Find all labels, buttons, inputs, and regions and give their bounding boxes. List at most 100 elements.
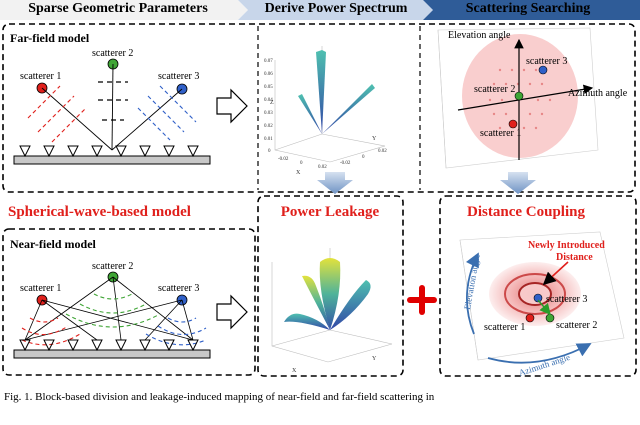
elevation-angle-label: Elevation angle — [462, 253, 482, 310]
far-plot-y-label: Y — [372, 136, 377, 142]
far-ray-1 — [41, 87, 113, 151]
banner-step1-label: Sparse Geometric Parameters — [28, 1, 208, 16]
distance-coupling-title: Distance Coupling — [467, 204, 585, 220]
coupling-scatterer-2-label: scatterer 2 — [556, 320, 597, 331]
coupling-scatterer-1-label: scatterer 1 — [484, 322, 525, 333]
svg-text:-0.02: -0.02 — [340, 161, 351, 166]
svg-text:0.06: 0.06 — [264, 72, 273, 77]
near-wavefronts-blue — [145, 317, 207, 346]
near-scatterer-3-label: scatterer 3 — [158, 283, 199, 294]
coupling-scatterer-3-dot — [533, 293, 543, 303]
near-scatterer-1-label: scatterer 1 — [20, 283, 61, 294]
far-wavefronts-red — [27, 85, 87, 143]
svg-text:0.03: 0.03 — [264, 111, 273, 116]
distance-label: Distance — [556, 252, 593, 263]
search-scatterer-3-dot — [538, 65, 548, 75]
spherical-model-title: Spherical-wave-based model — [8, 204, 191, 220]
distance-coupling-panel: Elevation angle Azimuth angle Newly Intr… — [459, 231, 625, 378]
far-plot-y-ticks: -0.02 0 0.02 — [340, 149, 387, 166]
coupling-ring-inner — [518, 282, 552, 306]
search-scatterer-2-dot — [514, 91, 524, 101]
svg-text:0.04: 0.04 — [264, 98, 273, 103]
near-plot-x-label: X — [292, 368, 297, 374]
leak-lobe-left-up — [302, 275, 330, 330]
svg-text:0.05: 0.05 — [264, 85, 273, 90]
near-wavefronts-red — [21, 317, 81, 346]
far-wavefronts-blue — [137, 85, 197, 141]
down-arrow-power — [317, 172, 353, 194]
search-scatterer-3-label: scatterer 3 — [526, 56, 567, 67]
elevation-angle-arc — [465, 252, 479, 335]
figure-caption: Fig. 1. Block-based division and leakage… — [4, 391, 435, 403]
newly-introduced-label: Newly Introduced — [528, 240, 605, 251]
svg-text:-0.02: -0.02 — [278, 157, 289, 162]
svg-text:0.02: 0.02 — [378, 149, 387, 154]
near-plot-y-label: Y — [372, 356, 377, 362]
near-array-base — [13, 349, 211, 359]
search-scatterer-2-label: scatterer 2 — [474, 84, 515, 95]
search-scatterer-1-label: scatterer 1 — [480, 128, 521, 139]
far-lobe-2 — [316, 50, 326, 134]
far-lobe-3 — [322, 84, 375, 134]
banner-step3 — [423, 0, 640, 20]
azimuth-angle-label: Azimuth angle — [518, 352, 572, 378]
near-field-frame — [2, 228, 256, 376]
near-antenna-elements — [19, 339, 199, 352]
far-scatterer-2-label: scatterer 2 — [92, 48, 133, 59]
far-power-spectrum-plot: 0.07 0.06 0.05 0.04 0.03 0.02 0.01 0 Z -… — [264, 46, 387, 176]
power-leakage-title: Power Leakage — [281, 204, 380, 220]
top-dashed-frame — [2, 23, 636, 193]
search-azimuth-axis — [457, 84, 594, 111]
svg-text:0: 0 — [268, 149, 271, 154]
leak-lobe-center — [319, 258, 341, 330]
leak-lobe-left — [284, 313, 330, 330]
banner-step2 — [238, 0, 433, 20]
svg-text:0: 0 — [362, 155, 365, 160]
svg-text:0.02: 0.02 — [318, 165, 327, 170]
right-arrow-2 — [216, 294, 248, 330]
coupling-scatterer-2-dot — [545, 313, 555, 323]
coupling-ring-mid — [504, 273, 566, 315]
far-plot-x-label: X — [296, 170, 301, 176]
svg-text:0: 0 — [300, 161, 303, 166]
coupling-green-arrow — [537, 299, 551, 316]
down-arrow-search — [500, 172, 536, 194]
distance-coupling-frame — [439, 195, 637, 377]
banner-step1 — [0, 0, 248, 20]
search-scatterer-1-dot — [508, 119, 518, 129]
svg-text:0.01: 0.01 — [264, 137, 273, 142]
search-elevation-label: Elevation angle — [448, 30, 511, 41]
azimuth-angle-arc — [487, 343, 592, 364]
far-plot-z-ticks: 0.07 0.06 0.05 0.04 0.03 0.02 0.01 0 — [264, 59, 273, 154]
leak-lobe-right — [330, 280, 371, 330]
far-scatterer-3-label: scatterer 3 — [158, 71, 199, 82]
svg-text:0.02: 0.02 — [264, 124, 273, 129]
far-antenna-elements — [19, 145, 199, 158]
far-field-panel: Far-field model scatterer 1 scatterer 2 … — [10, 31, 211, 165]
far-plot-z-label: Z — [270, 100, 274, 106]
new-distance-arrow — [542, 261, 569, 286]
power-leakage-frame — [257, 195, 404, 377]
scattering-search-panel: Elevation angle Azimuth angle scatterer … — [437, 27, 628, 169]
far-wavefronts-black — [98, 81, 128, 121]
power-leakage-plot: X Y — [271, 248, 393, 374]
far-ray-2 — [111, 63, 114, 151]
search-azimuth-label: Azimuth angle — [568, 88, 628, 99]
process-banner: Sparse Geometric Parameters Derive Power… — [0, 0, 640, 20]
near-scatterer-2-label: scatterer 2 — [92, 261, 133, 272]
plus-icon — [407, 285, 437, 315]
banner-step2-label: Derive Power Spectrum — [265, 1, 408, 16]
near-field-title: Near-field model — [10, 237, 97, 251]
near-field-panel: Near-field model scatterer 1 scatterer 2… — [10, 237, 211, 359]
far-lobe-1 — [298, 94, 322, 134]
right-arrow-1 — [216, 88, 248, 124]
far-array-base — [13, 155, 211, 165]
coupling-scatterer-3-label: scatterer 3 — [546, 294, 587, 305]
far-field-title: Far-field model — [10, 31, 90, 45]
far-scatterer-1-label: scatterer 1 — [20, 71, 61, 82]
banner-step3-label: Scattering Searching — [466, 1, 591, 16]
far-plot-x-ticks: -0.02 0 0.02 — [278, 157, 327, 170]
coupling-scatterer-1-dot — [525, 313, 535, 323]
near-rays — [24, 276, 194, 341]
